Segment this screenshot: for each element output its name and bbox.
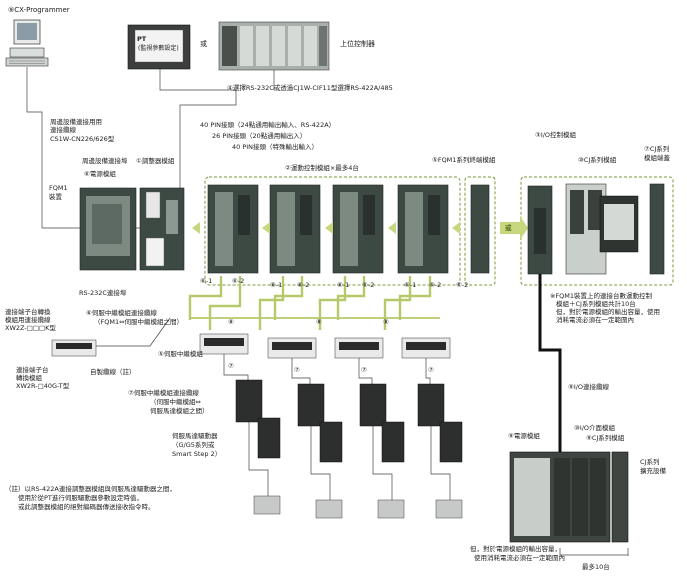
num-7-d: ⑦ <box>428 366 434 374</box>
peripheral-cable-label-3: CS1W-CN226/626型 <box>50 135 115 143</box>
servo-label-3: Smart Step 2） <box>172 450 222 458</box>
power-and-adjust-module-icon <box>139 187 185 271</box>
rs-link-label: ④選擇RS-232C或透過CJ1W-CIF11型選擇RS-422A/485 <box>227 84 393 92</box>
num-6-2-a: ⑥-2 <box>232 277 245 285</box>
io-control-label: ③I/O控制模組 <box>535 131 577 139</box>
power-module-top-label: ⑥電源模組 <box>84 170 116 178</box>
pt-sub-label: (監視參數設定) <box>138 45 179 52</box>
term-conv-label-1: 連接端子台轉換 <box>5 308 51 316</box>
term-block-label-3: XW2R-□40G-T型 <box>16 382 70 390</box>
note-line-3: 或此調整器模組的絕對編碼器傳送接收指令時。 <box>18 503 155 511</box>
num-7-b: ⑦ <box>294 366 300 374</box>
pin26-label: 26 PIN接頭（20點通用輸出入） <box>212 132 307 140</box>
bottom-note-1: 但，對於電源模組的輸出容量， <box>470 545 561 553</box>
note-line-2: 使用於從PT進行伺服驅動器參數設定時值， <box>18 494 143 502</box>
rs232-conn-label: RS-232C連接埠 <box>79 289 127 297</box>
servo-drive-1-icon <box>235 379 281 515</box>
end-module-icon <box>470 184 490 274</box>
fqm1-device-icon <box>79 187 137 271</box>
power-module-bottom-label: ⑨電源模組 <box>508 432 540 440</box>
or-label: 或 <box>200 40 207 48</box>
cj-expand-label-1: CJ系列 <box>640 458 660 466</box>
io-cable-label: ⑨I/O連接纜線 <box>568 383 610 391</box>
term-conv-label-2: 模組用連接纜線 <box>5 316 51 324</box>
peripheral-cable-label-2: 連接纜線 <box>50 126 76 134</box>
servo-drive-3-icon <box>359 383 405 519</box>
cj-end-label-2: 模組端蓋 <box>644 154 670 162</box>
cj-expand-label-2: 擴充設備 <box>640 467 666 475</box>
fqm1-note-2: 模組＋CJ系列模組共計10台 <box>556 300 636 308</box>
num-6-1-b: ⑥-1 <box>270 281 283 289</box>
num-7-a: ⑦ <box>228 362 234 370</box>
relay-module-2-icon <box>267 337 317 359</box>
relay-module-1-icon <box>199 333 249 355</box>
end-module-label: ⑤FQM1系列終端模組 <box>432 156 496 164</box>
pin40-b-label: 40 PIN接頭（特殊輸出輸入） <box>232 143 319 151</box>
note-line-1: （註）以RS-422A連接調整器模組與伺服馬達驅動器之間， <box>5 485 176 493</box>
adjust-module-label: ①調整器模組 <box>136 157 175 165</box>
num-6-2-d: ⑥-2 <box>429 281 442 289</box>
computer-icon <box>5 19 49 67</box>
num-6-2-e: ⑥-2 <box>456 281 469 289</box>
peripheral-conn-label: 周邊設備連接埠 <box>82 157 128 165</box>
fqm1-note-1: ※FQM1裝置上的連接台數運動控制 <box>550 292 653 300</box>
servo-drive-4-icon <box>417 383 463 519</box>
fqm1-note-3: 但，對於電源模組的輸出容量，使用 <box>556 308 660 316</box>
motion-module-3-icon <box>332 184 384 274</box>
motion-module-4-icon <box>397 184 449 274</box>
term-block-label-1: 連接端子台 <box>16 366 49 374</box>
cj-module-icon <box>565 183 639 275</box>
term-block-label-2: 轉換模組 <box>16 374 42 382</box>
io-control-module-icon <box>527 185 553 275</box>
max10-label: 最多10台 <box>582 563 610 571</box>
cj-end-cover-icon <box>649 183 665 275</box>
num-8-b: ⑧ <box>316 318 322 326</box>
pt-device-icon <box>127 24 191 70</box>
num-6-1-c: ⑥-1 <box>337 281 350 289</box>
fqm1-note-4: 消耗電流必須在一定範圍內 <box>556 316 634 324</box>
cj-module-label: ⑩CJ系列模組 <box>578 156 617 164</box>
num-8-a: ⑧ <box>228 318 234 326</box>
cx-programmer-label: ⑨CX-Programmer <box>8 6 70 14</box>
host-controller-label: 上位控制器 <box>340 40 375 48</box>
fqm1-label-1: FQM1 <box>49 184 68 192</box>
cj-end-label-1: ⑦CJ系列 <box>644 145 670 153</box>
servo-label-2: （G/G5系列或 <box>172 441 215 449</box>
num-6-1-a: ⑥-1 <box>200 277 213 285</box>
drive-cable-label-1: ⑦伺服中繼模組連接纜線 <box>128 389 199 397</box>
servo-drive-2-icon <box>297 383 343 519</box>
pt-title-label: PT <box>137 35 147 43</box>
arrow-or-label: 或 <box>505 224 512 232</box>
num-6-1-d: ⑥-1 <box>404 281 417 289</box>
num-6-2-c: ⑥-2 <box>362 281 375 289</box>
relay-cable-label-2: （FQM1⇔伺服中繼模組之間） <box>94 318 184 326</box>
relay-module-label: ⑤伺服中繼模組 <box>158 350 203 358</box>
num-8-c: ⑧ <box>383 318 389 326</box>
num-7-c: ⑦ <box>361 366 367 374</box>
cj-expansion-rack-icon <box>509 451 629 543</box>
motion-module-2-icon <box>269 184 321 274</box>
terminal-block-icon <box>51 339 97 357</box>
custom-cable-label: 自製纜線（註） <box>90 368 136 376</box>
pin40-a-label: 40 PIN接頭（24點通用輸出輸入、RS-422A） <box>200 121 336 129</box>
peripheral-cable-label-1: 周邊設備連接用用 <box>50 118 102 126</box>
drive-cable-label-3: 伺服馬達模組之間） <box>150 407 209 415</box>
relay-cable-label-1: ⑥伺服中繼模組連接纜線 <box>86 309 157 317</box>
relay-module-4-icon <box>401 337 451 359</box>
io-if-label: ⑩I/O介面模組 <box>574 424 616 432</box>
drive-cable-label-2: （伺服中繼模組⇔ <box>150 398 201 406</box>
host-controller-icon <box>218 21 330 71</box>
num-6-2-b: ⑥-2 <box>297 281 310 289</box>
relay-module-3-icon <box>334 337 384 359</box>
servo-label-1: 伺服馬達驅動器 <box>172 432 218 440</box>
bottom-note-2: 使用消耗電流必須在一定範圍內 <box>474 554 565 562</box>
motion-module-label: ②運動控制模組×最多4台 <box>285 164 359 172</box>
term-conv-label-3: XW2Z-□□□K型 <box>5 324 56 332</box>
fqm1-label-2: 裝置 <box>49 193 62 201</box>
cj-module-bottom-label: ⑨CJ系列模組 <box>586 434 625 442</box>
motion-module-1-icon <box>207 184 259 274</box>
